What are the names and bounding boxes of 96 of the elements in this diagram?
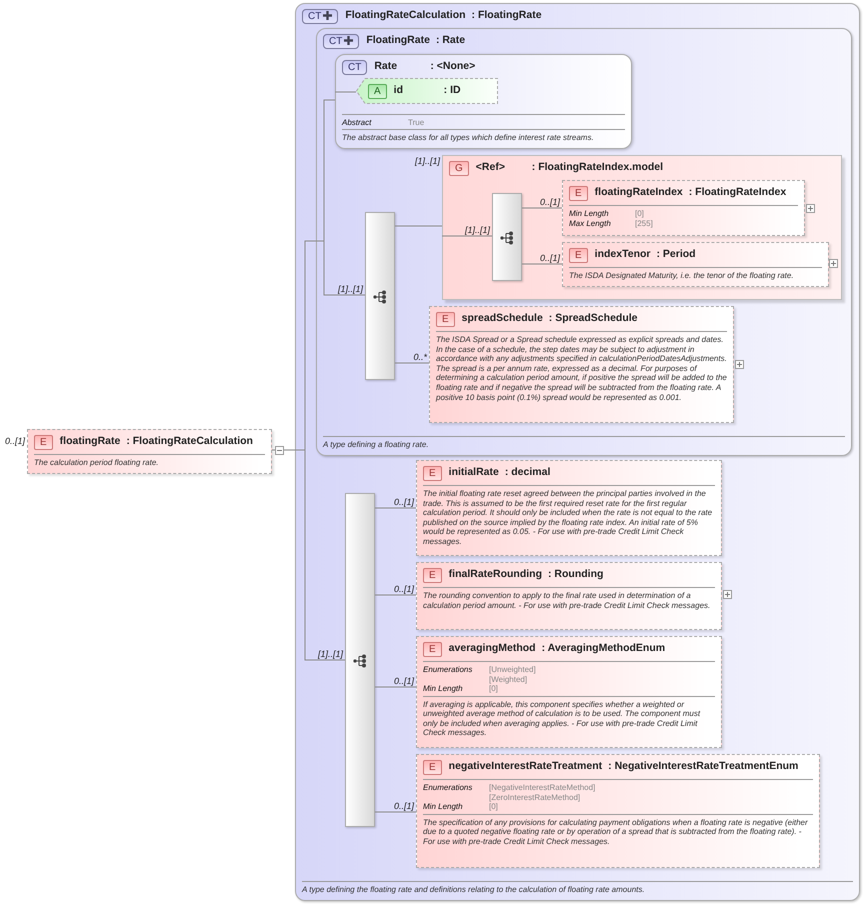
type-badge: E — [436, 312, 455, 327]
element-name: indexTenor — [594, 248, 650, 261]
cardinality-label: [1]..[1] — [318, 649, 343, 659]
property-label: Enumerations — [423, 665, 474, 674]
type-name: : Rate — [436, 34, 466, 47]
element-box — [416, 636, 722, 748]
property-label: Enumerations — [423, 783, 474, 792]
property-value: True — [408, 118, 426, 128]
description-text: The specification of any provisions for calculating payment obligations when a floating rate is negative (either due to a quoted negative floating rate or by operation of a spread that is subtracted from the floating rate). - For use with pre-trade Credit Limit Check messages. — [423, 818, 809, 846]
description-text: The calculation period floating rate. — [34, 458, 160, 468]
cardinality-label: 0..[1] — [4, 436, 25, 446]
property-label: Min Length — [423, 684, 464, 694]
property-value: [0] — [489, 684, 499, 694]
type-badge: A — [368, 84, 387, 99]
element-name: Rate — [374, 60, 398, 73]
complex-type-panel — [295, 3, 860, 901]
element-box — [429, 306, 734, 423]
property-label: Min Length — [423, 802, 464, 812]
description-text: The abstract base class for all types which define interest rate streams. — [342, 133, 595, 143]
element-box — [27, 429, 272, 474]
complex-type-panel — [335, 54, 632, 149]
property-value: [ZeroInterestRateMethod] — [489, 792, 582, 802]
property-label: Abstract — [342, 118, 372, 128]
property-label: Min Length — [569, 209, 610, 218]
description-text: A type defining a floating rate. — [323, 440, 430, 450]
connector-line — [374, 686, 416, 688]
type-name: : SpreadSchedule — [548, 312, 638, 325]
type-name: : FloatingRate — [472, 9, 543, 22]
group-box — [442, 155, 842, 300]
type-name: : Rounding — [548, 568, 604, 581]
complex-type-panel — [316, 28, 852, 456]
type-badge: E — [569, 248, 588, 263]
cardinality-label: 0..* — [413, 352, 427, 362]
property-value: [0] — [635, 209, 645, 218]
cardinality-label: 0..[1] — [540, 253, 560, 263]
element-name: finalRateRounding — [448, 568, 542, 581]
element-name: FloatingRateCalculation — [345, 9, 466, 22]
type-name: : FloatingRateIndex.model — [532, 161, 664, 174]
property-value: [Weighted] — [489, 674, 528, 684]
description-text: The ISDA Designated Maturity, i.e. the tenor of the floating rate. — [569, 271, 795, 281]
type-badge: E — [423, 642, 442, 657]
property-value: [255] — [635, 218, 654, 228]
type-name: : AveragingMethodEnum — [542, 642, 666, 655]
cardinality-label: 0..[1] — [394, 584, 414, 594]
type-badge: CT — [342, 60, 368, 75]
description-text: The rounding convention to apply to the final rate used in determination of a calculation period amount. - For use with pre-trade Credit Limit Check messages. — [423, 591, 712, 610]
element-box — [562, 242, 829, 287]
description-text: If averaging is applicable, this component specifies whether a weighted or unweighted average method of calculation is to be used. The component must only be included when averaging applies. - For use with pre-trade Credit Limit Check messages. — [423, 700, 702, 738]
description-text: The ISDA Spread or a Spread schedule expressed as explicit spreads and dates. In the case of a schedule, the step dates may be subject to adjustment in accordance with any adjustments specified in calculationPeriodDatesAdjustments. The spread is a per annum rate, expressed as a decimal. For purposes of determining a calculation period amount, if positive the spread will be added to the floating rate and if negative the spread will be subtracted from the floating rate. A positive 10 basis point (0.1%) spread would be represented as 0.001. — [436, 335, 727, 402]
type-badge: E — [423, 568, 442, 583]
property-value: [Unweighted] — [489, 665, 537, 674]
type-name: : Period — [656, 248, 697, 261]
connector-line — [374, 594, 416, 596]
type-name: : FloatingRateCalculation — [126, 435, 254, 448]
cardinality-label: 0..[1] — [394, 676, 414, 686]
connector-line — [394, 362, 430, 364]
description-text: The initial floating rate reset agreed between the principal parties involved in the trade. This is assumed to be the first required reset rate for the first regular calculation period. It should only be included when the rate is not equal to the rate published on the source implied by the floating rate index. An initial rate of 5% would be represented as 0.05. - For use with pre-trade Credit Limit Check messages. — [423, 489, 714, 547]
property-label: Max Length — [569, 218, 612, 228]
type-badge: G — [449, 161, 469, 176]
element-name: spreadSchedule — [462, 312, 543, 325]
cardinality-label: 0..[1] — [394, 801, 414, 811]
type-badge: E — [423, 760, 442, 775]
element-name: initialRate — [448, 466, 499, 479]
cardinality-label: 0..[1] — [394, 497, 414, 507]
type-badge: E — [423, 466, 442, 481]
sequence-bar — [492, 193, 522, 281]
property-value: [0] — [489, 802, 499, 812]
cardinality-label: [1]..[1] — [414, 156, 440, 166]
cardinality-label: [1]..[1] — [338, 284, 363, 294]
type-name: : ID — [444, 84, 462, 97]
element-box — [562, 180, 805, 236]
type-badge: E — [34, 435, 53, 450]
element-box — [416, 562, 722, 630]
element-name: floatingRateIndex — [594, 186, 683, 199]
type-name: : NegativeInterestRateTreatmentEnum — [608, 760, 800, 773]
cardinality-label: [1]..[1] — [464, 225, 490, 235]
type-name: : FloatingRateIndex — [688, 186, 788, 199]
sequence-bar — [345, 493, 375, 827]
element-box — [416, 754, 820, 868]
type-name: : decimal — [504, 466, 552, 479]
description-text: A type defining the floating rate and definitions relating to the calculation of floating rate amounts. — [302, 885, 646, 895]
element-name: FloatingRate — [366, 34, 430, 47]
type-badge: CT — [323, 34, 360, 49]
cardinality-label: 0..[1] — [540, 197, 560, 207]
element-box — [416, 460, 722, 556]
sequence-bar — [365, 212, 395, 380]
property-value: [NegativeInterestRateMethod] — [489, 783, 596, 792]
element-name: floatingRate — [60, 435, 120, 448]
element-name: <Ref> — [476, 161, 506, 174]
type-badge: E — [569, 186, 588, 201]
element-name: id — [394, 84, 404, 97]
type-name: : <None> — [430, 60, 476, 73]
type-badge: CT — [302, 9, 338, 24]
element-name: averagingMethod — [448, 642, 536, 655]
attribute-box — [356, 78, 498, 104]
element-name: negativeInterestRateTreatment — [448, 760, 602, 773]
